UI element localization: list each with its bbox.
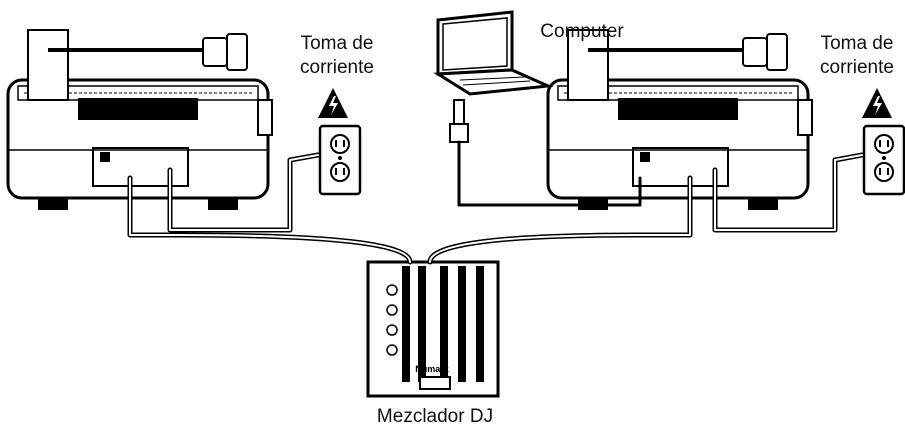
turntable-right-brand: Numark	[646, 131, 710, 150]
turntable-right: Numark	[546, 28, 814, 212]
outlet-right-label-line2: corriente	[820, 57, 894, 78]
cable-right-audio-inner	[429, 177, 691, 263]
cable-left-audio-inner	[129, 177, 411, 263]
cables	[127, 140, 865, 265]
outlet-left-label-line2: corriente	[300, 57, 374, 78]
dj-mixer: Numark	[366, 260, 500, 398]
cable-left-power-inner	[169, 154, 319, 231]
cable-right-power-inner	[714, 154, 863, 231]
outlet-left-label: Toma de corriente	[282, 32, 392, 80]
outlet-right-label: Toma de corriente	[802, 32, 905, 80]
outlet-left-label-line1: Toma de	[300, 33, 374, 54]
computer-label: Computer	[540, 21, 624, 42]
laptop	[433, 10, 554, 143]
outlet-right	[860, 86, 905, 196]
cable-usb	[457, 140, 642, 207]
mixer-label: Mezclador DJ	[376, 406, 494, 427]
mixer-brand: Numark	[415, 364, 450, 374]
turntable-left: Numark	[6, 28, 274, 212]
outlet-right-label-line1: Toma de	[820, 33, 894, 54]
turntable-left-brand: Numark	[106, 131, 170, 150]
outlet-left	[316, 86, 362, 196]
